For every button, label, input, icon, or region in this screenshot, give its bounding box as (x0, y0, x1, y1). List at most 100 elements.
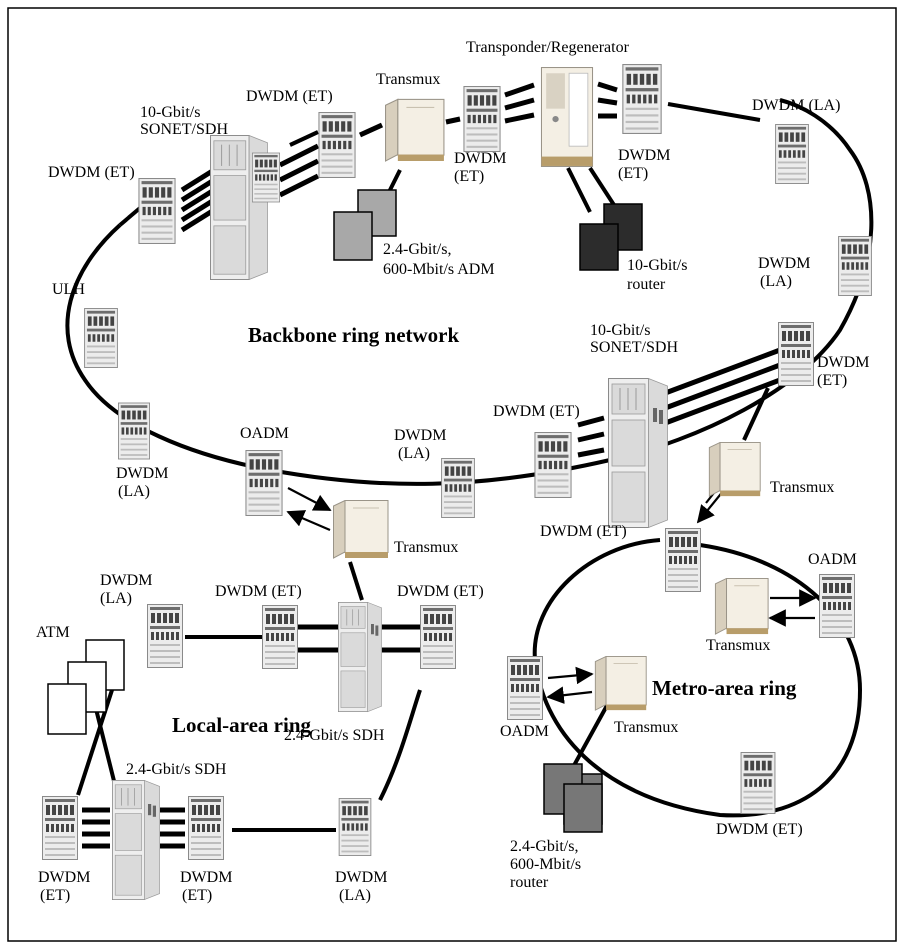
label: Transmux (376, 71, 440, 88)
label: Transmux (770, 479, 834, 496)
arrow (287, 487, 332, 511)
label: 2.4-Gbit/s SDH (284, 727, 385, 744)
link (566, 167, 592, 213)
label: DWDM (ET) (716, 821, 803, 838)
link (445, 116, 461, 125)
label: 2.4-Gbit/s SDH (126, 761, 227, 778)
label: DWDM (180, 869, 232, 886)
diagram-frame (7, 7, 897, 942)
label: Transmux (394, 539, 458, 556)
label: (ET) (40, 887, 70, 904)
dwdm-et-node (534, 432, 572, 498)
dwdm-la-node (838, 236, 872, 296)
label: (LA) (398, 445, 430, 462)
link (358, 122, 384, 138)
link (667, 102, 761, 122)
label: OADM (500, 723, 549, 740)
dwdm-et-node (420, 604, 456, 670)
dwdm-et-node (622, 64, 662, 134)
label: Transmux (614, 719, 678, 736)
label: SONET/SDH (590, 339, 678, 356)
label: OADM (808, 551, 857, 568)
fiber-bundle (160, 807, 185, 849)
fiber-bundle (659, 347, 781, 428)
link (289, 130, 319, 147)
label: DWDM (817, 354, 869, 371)
oadm-node (245, 450, 283, 516)
transmux-node (708, 442, 761, 497)
router-24g-boxes (543, 763, 603, 833)
dwdm-la-node (146, 604, 184, 668)
label: 10-Gbit/s (140, 104, 200, 121)
backbone-ring-left (65, 223, 271, 472)
oadm-node (818, 574, 856, 638)
label: 2.4-Gbit/s, (383, 241, 451, 258)
label: ULH (52, 281, 85, 298)
fiber-bundle (577, 415, 605, 458)
metro-title: Metro-area ring (652, 676, 797, 700)
link (118, 206, 142, 227)
dwdm-et-node (463, 86, 501, 152)
transmux-node (594, 656, 647, 711)
fiber-bundle (180, 167, 216, 233)
link (588, 166, 616, 207)
arrow (696, 489, 725, 524)
label: (ET) (817, 372, 847, 389)
fiber-bundle (298, 624, 338, 653)
label: 600-Mbit/s (510, 856, 581, 873)
label: DWDM (116, 465, 168, 482)
sdh-rack (112, 780, 160, 900)
label: DWDM (ET) (540, 523, 627, 540)
label: DWDM (ET) (397, 583, 484, 600)
label: DWDM (454, 150, 506, 167)
fiber-bundle (380, 624, 420, 653)
label: Transmux (706, 637, 770, 654)
dwdm-et-node (187, 796, 225, 860)
sdh-rack (338, 601, 382, 713)
label: router (510, 874, 549, 891)
label: 600-Mbit/s ADM (383, 261, 495, 278)
dwdm-et-node (664, 528, 702, 592)
oadm-node (506, 656, 544, 720)
label: (ET) (618, 165, 648, 182)
label: DWDM (335, 869, 387, 886)
router-10g-boxes (579, 203, 643, 271)
fiber-bundle (597, 81, 618, 119)
label: (LA) (760, 273, 792, 290)
fiber-bundle (504, 82, 535, 124)
label: DWDM (ET) (246, 88, 333, 105)
dwdm-la-node (441, 458, 475, 518)
dwdm-et-node (41, 796, 79, 860)
arrow (547, 666, 594, 685)
label: DWDM (38, 869, 90, 886)
label: DWDM (ET) (215, 583, 302, 600)
label: SONET/SDH (140, 121, 228, 138)
arrow (286, 510, 331, 532)
dwdm-et-node (318, 112, 356, 178)
label: (LA) (100, 590, 132, 607)
backbone-title: Backbone ring network (248, 323, 460, 347)
label: ATM (36, 624, 70, 641)
arrow (546, 686, 593, 704)
link (742, 387, 770, 441)
label: DWDM (394, 427, 446, 444)
label: DWDM (ET) (493, 403, 580, 420)
transmux-node (385, 98, 445, 162)
fiber-bundle (82, 807, 110, 849)
label: Transponder/Regenerator (466, 39, 630, 56)
fiber-bundle (278, 143, 320, 198)
atm-boxes (47, 639, 125, 735)
dwdm-et-node (262, 604, 298, 670)
label: DWDM (758, 255, 810, 272)
transmux-node (332, 500, 389, 559)
dwdm-la-node (338, 798, 372, 856)
transmux-node (714, 578, 769, 635)
label: DWDM (LA) (752, 97, 840, 114)
label: 2.4-Gbit/s, (510, 838, 578, 855)
label: (LA) (339, 887, 371, 904)
label: router (627, 276, 666, 293)
dwdm-la-node (775, 124, 809, 184)
adm-boxes (333, 189, 397, 261)
link (348, 561, 364, 601)
